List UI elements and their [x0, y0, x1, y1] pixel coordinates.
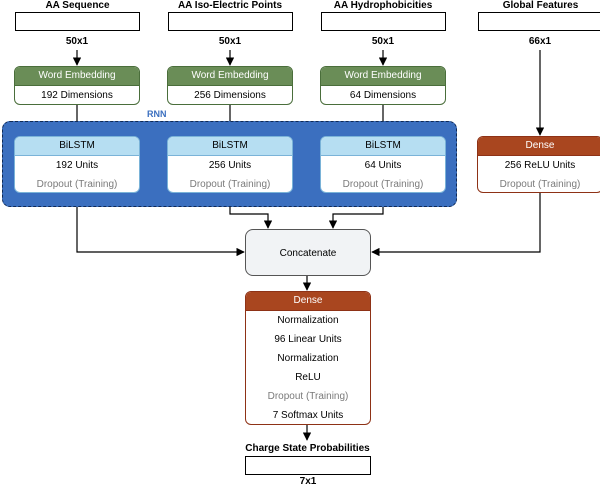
dim-label-aa-sequence: 50x1 [65, 36, 89, 47]
global-dense-units: 256 ReLU Units [504, 160, 576, 171]
rnn-label: RNN [147, 109, 167, 119]
word-embedding-dims: 64 Dimensions [349, 90, 417, 101]
bilstm-title: BiLSTM [168, 137, 292, 156]
input-box-aa-hydrophobicities [321, 12, 446, 31]
input-box-global-features [478, 12, 600, 31]
final-dense-title: Dense [246, 292, 370, 311]
output-dim-label: 7x1 [299, 476, 317, 487]
arrow-bilstm1-to-concat [76, 192, 245, 257]
arrow-globaldense-to-concat [371, 192, 541, 257]
final-dense-row-linear-units: 96 Linear Units [274, 334, 342, 345]
word-embedding-dims: 256 Dimensions [194, 90, 266, 101]
word-embedding-block-2: Word Embedding 256 Dimensions [167, 66, 293, 105]
global-dense-title: Dense [478, 137, 600, 156]
input-header-global-features: Global Features [502, 0, 579, 11]
final-dense-row-softmax-units: 7 Softmax Units [272, 410, 344, 421]
output-box [245, 456, 371, 475]
final-dense-row-dropout: Dropout (Training) [267, 391, 349, 402]
word-embedding-title: Word Embedding [15, 67, 139, 86]
input-header-aa-iep: AA Iso-Electric Points [177, 0, 283, 11]
bilstm-block-3: BiLSTM 64 Units Dropout (Training) [320, 136, 446, 193]
global-dense-block: Dense 256 ReLU Units Dropout (Training) [477, 136, 600, 193]
bilstm-dropout: Dropout (Training) [189, 179, 271, 190]
word-embedding-block-1: Word Embedding 192 Dimensions [14, 66, 140, 105]
input-box-aa-iep [168, 12, 293, 31]
bilstm-block-2: BiLSTM 256 Units Dropout (Training) [167, 136, 293, 193]
bilstm-title: BiLSTM [15, 137, 139, 156]
bilstm-block-1: BiLSTM 192 Units Dropout (Training) [14, 136, 140, 193]
dim-label-global-features: 66x1 [528, 36, 552, 47]
word-embedding-title: Word Embedding [168, 67, 292, 86]
input-header-aa-sequence: AA Sequence [45, 0, 110, 11]
final-dense-block: Dense Normalization 96 Linear Units Norm… [245, 291, 371, 425]
final-dense-row-relu: ReLU [295, 372, 321, 383]
output-header: Charge State Probabilities [245, 443, 370, 454]
global-dense-dropout: Dropout (Training) [499, 179, 581, 190]
bilstm-dropout: Dropout (Training) [36, 179, 118, 190]
bilstm-units: 192 Units [55, 160, 99, 171]
final-dense-row-normalization-2: Normalization [277, 353, 339, 364]
bilstm-dropout: Dropout (Training) [342, 179, 424, 190]
word-embedding-title: Word Embedding [321, 67, 445, 86]
input-header-aa-hydrophobicities: AA Hydrophobicities [333, 0, 433, 11]
bilstm-units: 256 Units [208, 160, 252, 171]
bilstm-title: BiLSTM [321, 137, 445, 156]
dim-label-aa-iep: 50x1 [218, 36, 242, 47]
concatenate-block: Concatenate [245, 229, 371, 276]
word-embedding-dims: 192 Dimensions [41, 90, 113, 101]
word-embedding-block-3: Word Embedding 64 Dimensions [320, 66, 446, 105]
input-box-aa-sequence [15, 12, 140, 31]
bilstm-units: 64 Units [364, 160, 402, 171]
final-dense-row-normalization-1: Normalization [277, 315, 339, 326]
dim-label-aa-hydrophobicities: 50x1 [371, 36, 395, 47]
